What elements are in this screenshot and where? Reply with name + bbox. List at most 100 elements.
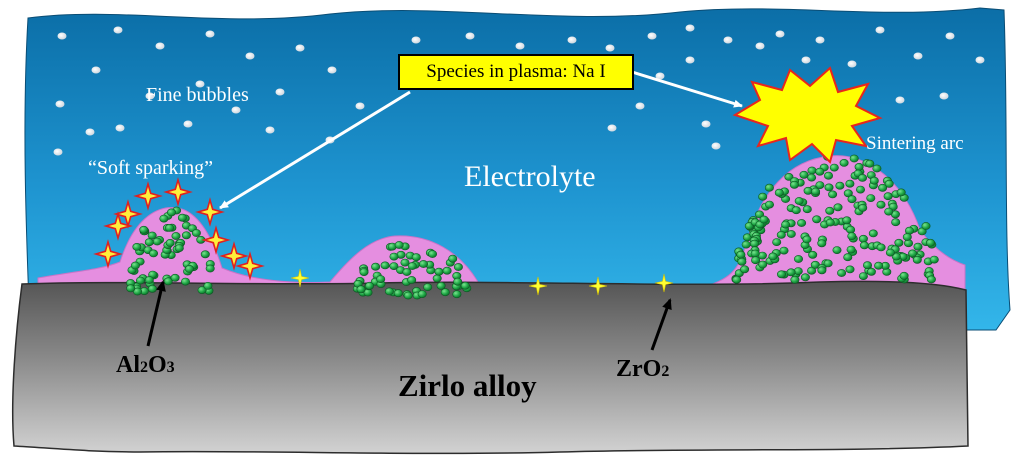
particle — [800, 273, 810, 282]
spark-icon — [201, 225, 231, 255]
particle — [815, 181, 825, 189]
particle — [854, 162, 864, 171]
particle — [843, 253, 853, 262]
particle — [786, 230, 796, 238]
bubble — [91, 66, 101, 74]
particle — [452, 290, 462, 299]
particle — [846, 225, 856, 234]
bubble — [53, 148, 63, 156]
particle — [843, 189, 853, 198]
particle — [750, 249, 760, 258]
bubble — [85, 128, 95, 136]
particle — [929, 255, 939, 264]
particle — [815, 167, 825, 176]
particle — [764, 183, 774, 192]
spark-icon — [235, 251, 265, 281]
particle — [434, 267, 444, 276]
particle — [205, 264, 215, 273]
particle — [925, 238, 935, 247]
particle — [768, 252, 778, 261]
particle — [866, 194, 876, 202]
particle — [417, 290, 427, 298]
particle — [402, 268, 412, 276]
particle — [376, 275, 386, 283]
bubble — [265, 126, 275, 134]
particle — [899, 271, 909, 280]
particle — [858, 272, 868, 280]
bubble — [913, 52, 923, 60]
bubble — [975, 56, 985, 64]
particle — [876, 200, 886, 209]
particle — [803, 186, 813, 195]
bubble — [155, 42, 165, 50]
particle — [791, 206, 801, 215]
particle — [776, 270, 786, 279]
particle — [448, 254, 458, 263]
bubble — [465, 32, 475, 40]
species-in-plasma-box: Species in plasma: Na I — [398, 54, 634, 90]
particle — [779, 246, 789, 255]
particle — [835, 181, 845, 190]
bubble — [945, 32, 955, 40]
particle — [147, 284, 157, 293]
particle — [859, 241, 869, 250]
particle — [411, 253, 421, 262]
particle — [786, 268, 796, 277]
species-in-plasma-label: Species in plasma: Na I — [426, 61, 606, 82]
particle — [356, 285, 366, 294]
particle — [181, 231, 191, 240]
species-arrow-right — [631, 70, 743, 108]
particle — [808, 250, 818, 259]
spark-icon — [195, 197, 225, 227]
particle — [869, 176, 879, 185]
particle — [136, 276, 146, 285]
particle — [364, 281, 374, 290]
sparkle-icon — [654, 273, 674, 293]
particle — [174, 244, 184, 252]
particle — [793, 255, 803, 263]
zro2-label: ZrO2 — [616, 356, 669, 382]
particle — [926, 275, 936, 284]
particle — [885, 248, 895, 257]
particle — [846, 245, 856, 254]
bubble — [701, 120, 711, 128]
bubble — [635, 102, 645, 110]
particle — [837, 269, 847, 277]
bubble — [607, 124, 617, 132]
particle — [200, 250, 210, 259]
particle — [407, 276, 417, 284]
particle — [191, 229, 201, 237]
zirlo-alloy-label: Zirlo alloy — [398, 368, 537, 403]
particle — [758, 192, 768, 201]
particle — [432, 274, 442, 283]
bubble — [355, 102, 365, 110]
particle — [764, 200, 774, 209]
particle — [167, 208, 177, 217]
particle — [418, 260, 428, 268]
particle — [839, 158, 849, 167]
al2o3-label: Al2O3 — [116, 352, 175, 378]
particle — [876, 243, 886, 252]
spark-icon — [133, 181, 163, 211]
particle — [823, 171, 833, 180]
particle — [442, 266, 452, 275]
particle — [197, 286, 207, 294]
particle — [453, 277, 463, 286]
particle — [403, 291, 413, 300]
particle — [165, 238, 175, 247]
sparkle-icon — [290, 268, 310, 288]
particle — [751, 256, 761, 265]
bubble — [847, 60, 857, 68]
particle — [878, 183, 888, 192]
particle — [847, 232, 857, 240]
particle — [891, 218, 901, 227]
spark-icon — [219, 241, 249, 271]
particle — [740, 265, 750, 274]
particle — [732, 275, 742, 284]
particle — [913, 242, 923, 251]
particle — [855, 185, 865, 194]
particle — [741, 240, 751, 249]
bubble — [55, 100, 65, 108]
particle — [400, 258, 410, 267]
